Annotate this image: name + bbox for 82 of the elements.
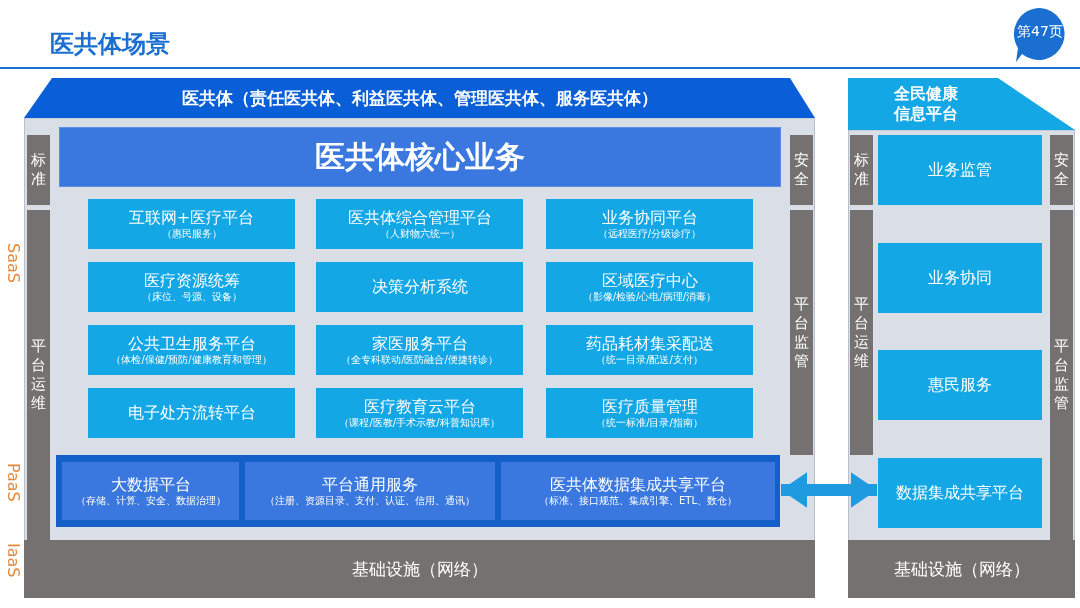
platform-box [546, 325, 753, 375]
box-subtitle: （床位、号源、设备） [141, 290, 242, 304]
bar-label: 安全 [1053, 151, 1070, 189]
box-subtitle: （影像/检验/心电/病理/消毒） [582, 290, 717, 304]
side-bar [1050, 135, 1073, 205]
bar-label: 平台运维 [853, 294, 870, 371]
platform-box [316, 388, 523, 438]
side-bar [1050, 210, 1073, 540]
box-title: 数据集成共享平台 [896, 483, 1024, 503]
box-subtitle: （人财物六统一） [379, 227, 460, 241]
platform-box [546, 388, 753, 438]
platform-box [546, 262, 753, 312]
platform-box [316, 262, 523, 312]
box-title: 区域医疗中心 [601, 270, 698, 291]
platform-box [878, 350, 1042, 420]
box-title: 业务监管 [928, 160, 992, 180]
platform-box [316, 199, 523, 249]
box-title: 大数据平台 [110, 474, 191, 495]
box-title: 医共体数据集成共享平台 [550, 474, 726, 495]
frame-heading: 全民健康信息平台 [892, 84, 959, 124]
box-title: 医共体核心业务 [315, 139, 525, 175]
bar-label: 平台监管 [793, 294, 810, 371]
platform-box [88, 325, 295, 375]
box-subtitle: （统一目录/配送/支付） [596, 353, 703, 367]
bar-label: 标准 [853, 151, 870, 189]
service-box [501, 462, 775, 520]
platform-box [878, 243, 1042, 313]
bar-label: 平台监管 [1053, 337, 1070, 413]
box-title: 医共体综合管理平台 [347, 207, 492, 228]
layer-label: PaaS [4, 463, 23, 502]
platform-box [878, 458, 1042, 528]
box-title: 家医服务平台 [371, 333, 468, 354]
platform-box [88, 388, 295, 438]
box-title: 医疗质量管理 [601, 396, 698, 417]
box-title: 电子处方流转平台 [127, 403, 256, 423]
platform-box [316, 325, 523, 375]
bar-label: 安全 [793, 151, 810, 189]
box-title: 医疗教育云平台 [363, 396, 476, 417]
platform-box [88, 262, 295, 312]
box-title: 决策分析系统 [371, 277, 468, 297]
box-title: 药品耗材集采配送 [585, 333, 714, 354]
box-title: 公共卫生服务平台 [127, 333, 256, 354]
box-subtitle: （全专科联动/医防融合/便捷转诊） [341, 353, 498, 367]
box-title: 业务协同平台 [601, 207, 698, 228]
side-bar [27, 210, 50, 540]
side-bar [790, 135, 813, 205]
box-subtitle: （存储、计算、安全、数据治理） [75, 494, 226, 508]
platform-box [88, 199, 295, 249]
frame-heading: 医共体（责任医共体、利益医共体、管理医共体、服务医共体） [180, 87, 659, 110]
box-title: 基础设施（网络） [893, 558, 1030, 580]
box-subtitle: （注册、资源目录、支付、认证、信用、通讯） [265, 494, 475, 508]
box-subtitle: （体检/保健/预防/健康教育和管理） [111, 353, 272, 367]
box-subtitle: （远程医疗/分级诊疗） [597, 227, 702, 241]
service-band [56, 455, 780, 527]
box-title: 基础设施（网络） [351, 558, 488, 580]
side-bar [27, 135, 50, 205]
side-bar [850, 135, 873, 205]
layer-label: SaaS [4, 243, 23, 283]
layer-label: IaaS [4, 543, 23, 578]
double-arrow [781, 472, 877, 508]
box-subtitle: （课程/医教/手术示教/科普知识库） [339, 416, 500, 430]
platform-box [546, 199, 753, 249]
bar-label: 平台运维 [30, 337, 47, 413]
side-bar [790, 210, 813, 455]
page-title: 医共体场景 [50, 29, 170, 60]
box-title: 业务协同 [928, 268, 992, 288]
core-banner [60, 128, 780, 186]
service-box [62, 462, 239, 520]
box-title: 惠民服务 [928, 375, 992, 395]
infrastructure-bar [24, 540, 815, 598]
infrastructure-bar [848, 540, 1075, 598]
service-box [245, 462, 495, 520]
box-subtitle: （标准、接口规范、集成引擎、ETL、数仓） [539, 494, 737, 508]
box-title: 平台通用服务 [322, 474, 418, 495]
box-title: 互联网+医疗平台 [128, 207, 255, 228]
platform-box [878, 135, 1042, 205]
box-subtitle: （惠民服务） [161, 227, 222, 241]
box-title: 医疗资源统筹 [143, 270, 240, 291]
bar-label: 标准 [30, 151, 47, 189]
page-number: 第47页 [1016, 23, 1064, 41]
box-subtitle: （统一标准/目录/指南） [596, 416, 703, 430]
side-bar [850, 210, 873, 455]
